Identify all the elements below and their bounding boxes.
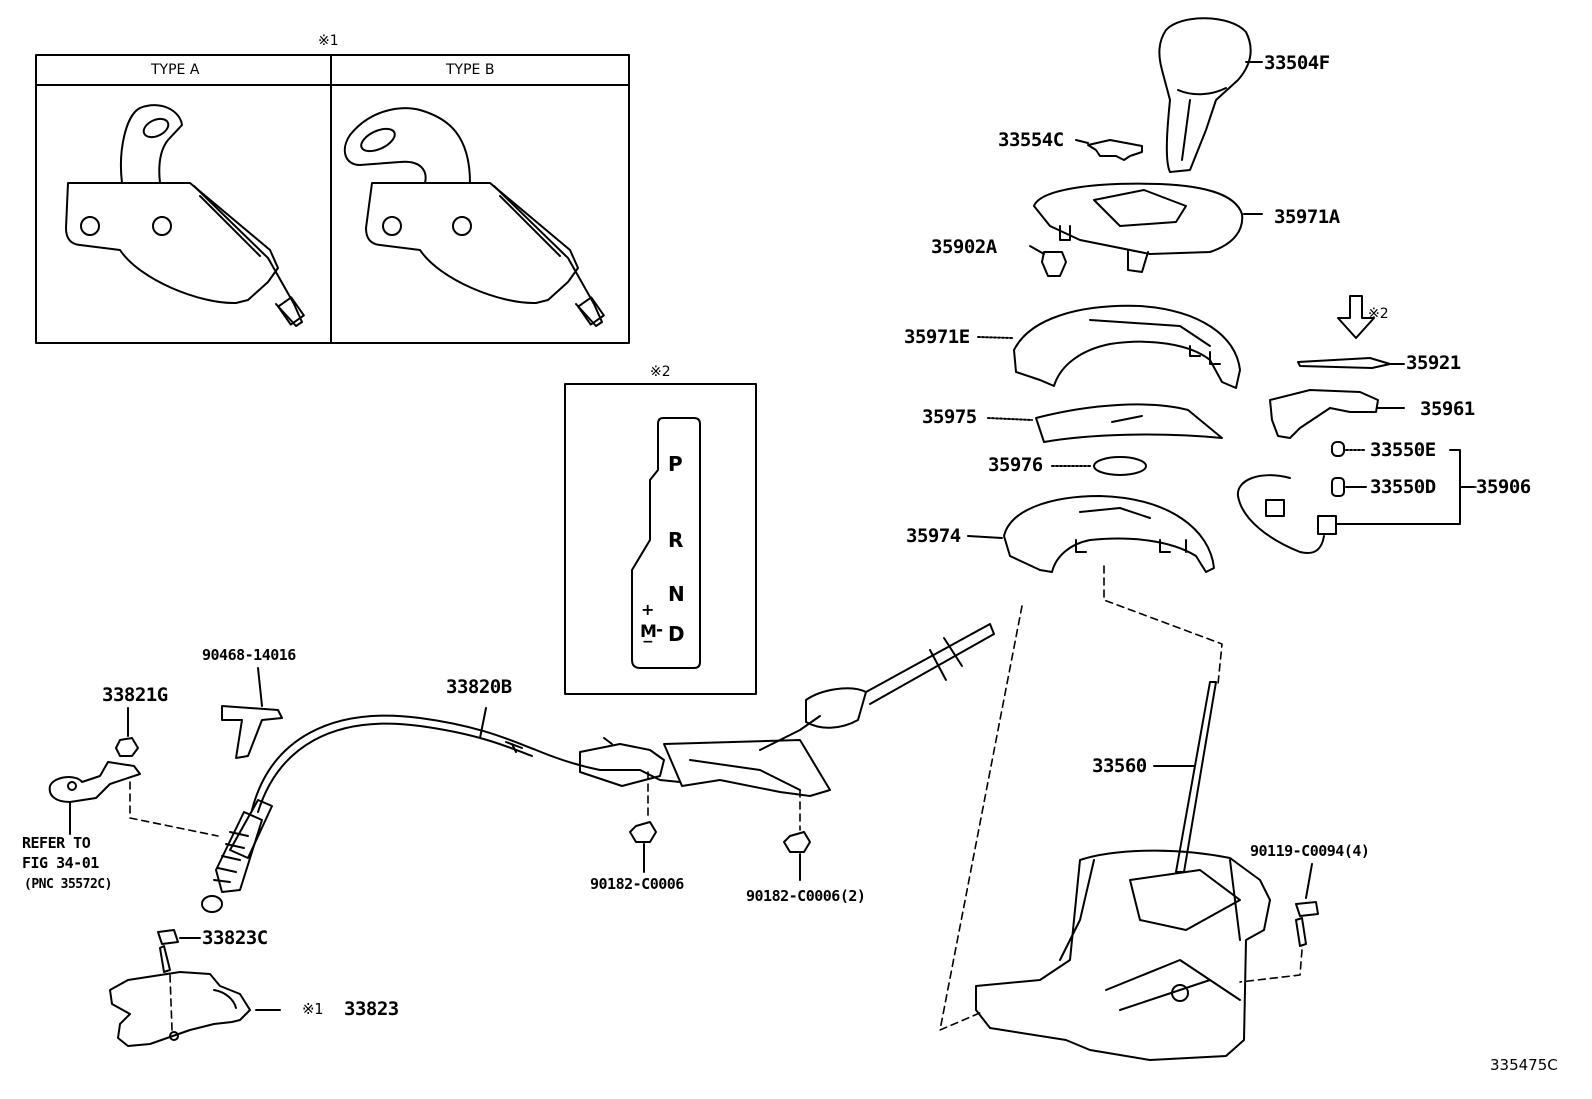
panel-35971A-drawing <box>1033 182 1263 273</box>
type-a-bracket-drawing <box>65 104 305 327</box>
assembly-lines <box>129 565 1303 1031</box>
part-35971E-label: 35971E <box>904 326 970 348</box>
arrow-note-mark: ※2 <box>1368 306 1389 322</box>
type-b-header: TYPE B <box>446 62 495 78</box>
gate-position-p: P <box>668 452 683 476</box>
lens-35976-drawing <box>1051 456 1147 476</box>
part-33823C-label: 33823C <box>202 927 268 949</box>
part-35921-label: 35921 <box>1406 352 1461 374</box>
part-33504F-label: 33504F <box>1264 52 1330 74</box>
gate-position-r: R <box>668 528 684 552</box>
type-box-frame <box>35 54 630 344</box>
gate-dash: - <box>656 620 664 640</box>
gate-box-frame <box>564 383 757 695</box>
part-35974-label: 35974 <box>906 525 961 547</box>
type-box-note-mark: ※1 <box>318 33 339 49</box>
part-33823-label: 33823 <box>344 998 399 1020</box>
housing-35961-drawing <box>1269 389 1405 439</box>
gate-box-note-mark: ※2 <box>650 364 671 380</box>
refer-line-2: FIG 34-01 <box>22 854 99 872</box>
bracket-33823-drawing <box>109 929 281 1047</box>
part-33823-mark: ※1 <box>302 1000 323 1018</box>
part-35961-label: 35961 <box>1420 398 1475 420</box>
cable-bracket-drawing <box>579 623 995 797</box>
part-35906-label: 35906 <box>1476 476 1531 498</box>
part-90182-C0006-label: 90182-C0006 <box>590 875 684 893</box>
plate-35921-drawing <box>1297 295 1405 369</box>
part-90119-C0094-label: 90119-C0094(4) <box>1250 842 1370 860</box>
part-35971A-label: 35971A <box>1274 206 1340 228</box>
diagram-code: 335475C <box>1490 1056 1558 1074</box>
part-33820B-label: 33820B <box>446 676 512 698</box>
part-90182-C0006-2-label: 90182-C0006(2) <box>746 887 866 905</box>
part-33554C-label: 33554C <box>998 129 1064 151</box>
cable-33820B-drawing <box>201 707 681 913</box>
type-b-bracket-drawing <box>343 107 605 327</box>
leader-lines <box>1075 139 1477 488</box>
nut-90182-drawing <box>629 821 811 881</box>
part-35902A-label: 35902A <box>931 236 997 258</box>
bolt-90119-drawing <box>1295 863 1319 947</box>
part-90468-14016-label: 90468-14016 <box>202 646 296 664</box>
gate-position-n: N <box>668 582 685 606</box>
part-35975-label: 35975 <box>922 406 977 428</box>
shift-knob-drawing <box>1158 17 1263 173</box>
clip-35902A-drawing <box>1029 245 1067 277</box>
bracket-33821G-drawing <box>48 707 141 835</box>
gate-plus: + <box>641 600 655 619</box>
refer-line-3: (PNC 35572C) <box>24 877 112 892</box>
bulb-harness-drawing <box>1236 441 1475 554</box>
part-35976-label: 35976 <box>988 454 1043 476</box>
refer-line-1: REFER TO <box>22 834 91 852</box>
clip-90468-drawing <box>221 667 283 759</box>
shift-lever-assembly-drawing <box>975 681 1271 1061</box>
part-33550E-label: 33550E <box>1370 439 1436 461</box>
part-33550D-label: 33550D <box>1370 476 1436 498</box>
type-a-header: TYPE A <box>151 62 200 78</box>
gate-m: M <box>640 622 657 642</box>
cover-35971E-drawing <box>977 304 1241 389</box>
gate-position-d: D <box>668 622 685 646</box>
gate-minus: − <box>642 634 654 650</box>
part-33560-label: 33560 <box>1092 755 1147 777</box>
plate-35975-drawing <box>987 403 1223 443</box>
part-33821G-label: 33821G <box>102 684 168 706</box>
housing-35974-drawing <box>967 495 1215 573</box>
